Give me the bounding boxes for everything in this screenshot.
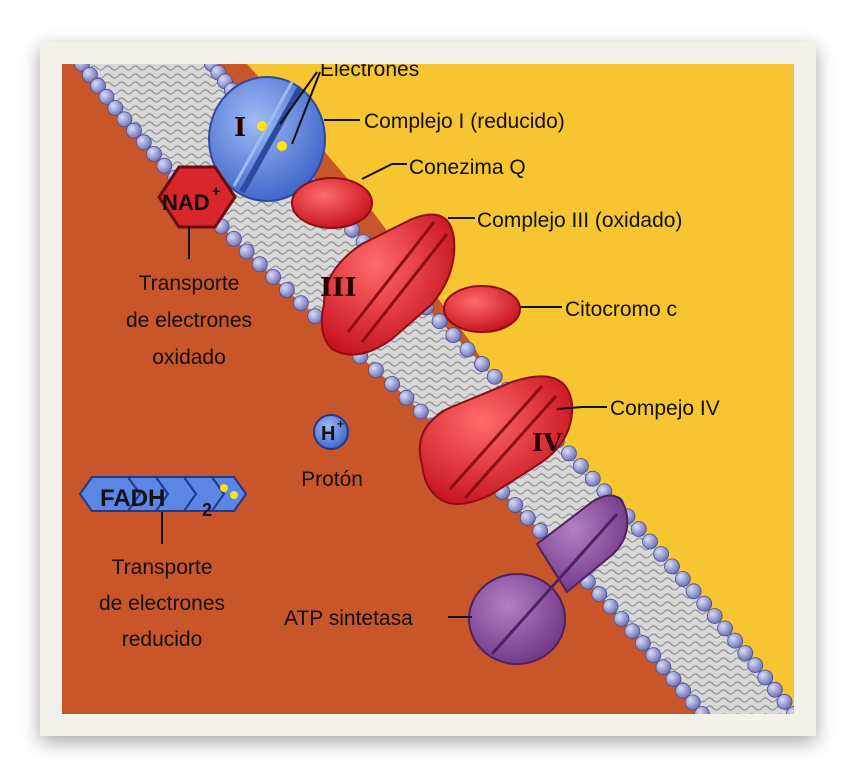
proton-label: Protón xyxy=(301,468,363,491)
phospholipid-head xyxy=(738,646,753,661)
phospholipid-head xyxy=(758,670,773,685)
phospholipid-head xyxy=(399,390,414,405)
coenzyme-q xyxy=(292,178,372,228)
coenzyme-q-label: Conezima Q xyxy=(409,156,526,179)
phospholipid-head xyxy=(665,559,680,574)
phospholipid-head xyxy=(643,534,658,549)
fadh-text: FADH xyxy=(100,485,165,512)
complex-iv-label: Compejo IV xyxy=(610,397,720,420)
electron-transport-chain-diagram: I III IV NAD xyxy=(62,64,794,714)
nad-label-line2: de electrones xyxy=(126,309,252,332)
fadh-label-line2: de electrones xyxy=(99,592,225,615)
cytochrome-c xyxy=(444,286,520,332)
fadh-label-line3: reducido xyxy=(122,628,203,651)
complex-iv-numeral: IV xyxy=(532,428,562,457)
phospholipid-head xyxy=(592,587,607,602)
phospholipid-head xyxy=(562,446,577,461)
phospholipid-head xyxy=(767,682,782,697)
phospholipid-head xyxy=(654,547,669,562)
phospholipid-head xyxy=(686,584,701,599)
proton-superscript: + xyxy=(337,417,344,431)
phospholipid-head xyxy=(646,648,661,663)
phospholipid-head xyxy=(446,328,461,343)
phospholipid-head xyxy=(266,270,281,285)
phospholipid-head xyxy=(603,599,618,614)
fadh-label-line1: Transporte xyxy=(112,556,213,579)
phospholipid-head xyxy=(460,342,475,357)
phospholipid-head xyxy=(656,660,671,675)
complex-iii-label: Complejo III (oxidado) xyxy=(477,209,682,232)
phospholipid-head xyxy=(385,377,400,392)
nad-superscript: + xyxy=(212,183,220,199)
phospholipid-head xyxy=(413,404,428,419)
phospholipid-head xyxy=(748,658,763,673)
phospholipid-head xyxy=(635,636,650,651)
cytochrome-c-label: Citocromo c xyxy=(565,298,677,321)
phospholipid-head xyxy=(675,571,690,586)
phospholipid-head xyxy=(136,135,151,150)
complex-i-numeral: I xyxy=(234,113,246,143)
phospholipid-head xyxy=(293,296,308,311)
phospholipid-head xyxy=(585,471,600,486)
phospholipid-head xyxy=(697,596,712,611)
phospholipid-head xyxy=(573,459,588,474)
nad-text: NAD xyxy=(162,190,210,215)
phospholipid-head xyxy=(533,523,548,538)
proton-h-text: H xyxy=(321,423,335,445)
phospholipid-head xyxy=(707,609,722,624)
phospholipid-head xyxy=(239,244,254,259)
phospholipid-head xyxy=(520,511,535,526)
nad-label-line3: oxidado xyxy=(152,346,226,369)
phospholipid-head xyxy=(279,283,294,298)
nad-label-line1: Transporte xyxy=(139,272,240,295)
phospholipid-head xyxy=(777,694,792,709)
phospholipid-head xyxy=(369,363,384,378)
complex-i-label: Complejo I (reducido) xyxy=(364,110,565,133)
complex-iii-numeral: III xyxy=(320,273,357,303)
phospholipid-head xyxy=(147,146,162,161)
phospholipid-head xyxy=(625,624,640,639)
phospholipid-head xyxy=(252,257,267,272)
electrons-label: Electrones xyxy=(320,64,419,81)
proton-molecule: H + xyxy=(314,415,348,449)
phospholipid-head xyxy=(718,621,733,636)
phospholipid-head xyxy=(728,633,743,648)
electron-dot xyxy=(257,121,267,131)
phospholipid-head xyxy=(614,611,629,626)
phospholipid-head xyxy=(227,231,242,246)
phospholipid-head xyxy=(508,498,523,513)
atp-synthase-label: ATP sintetasa xyxy=(284,607,413,630)
fadh-subscript: 2 xyxy=(202,500,212,520)
phospholipid-head xyxy=(157,158,172,173)
phospholipid-head xyxy=(631,522,646,537)
phospholipid-head xyxy=(487,369,502,384)
phospholipid-head xyxy=(308,309,323,324)
phospholipid-head xyxy=(475,357,490,372)
electron-dot xyxy=(277,141,287,151)
